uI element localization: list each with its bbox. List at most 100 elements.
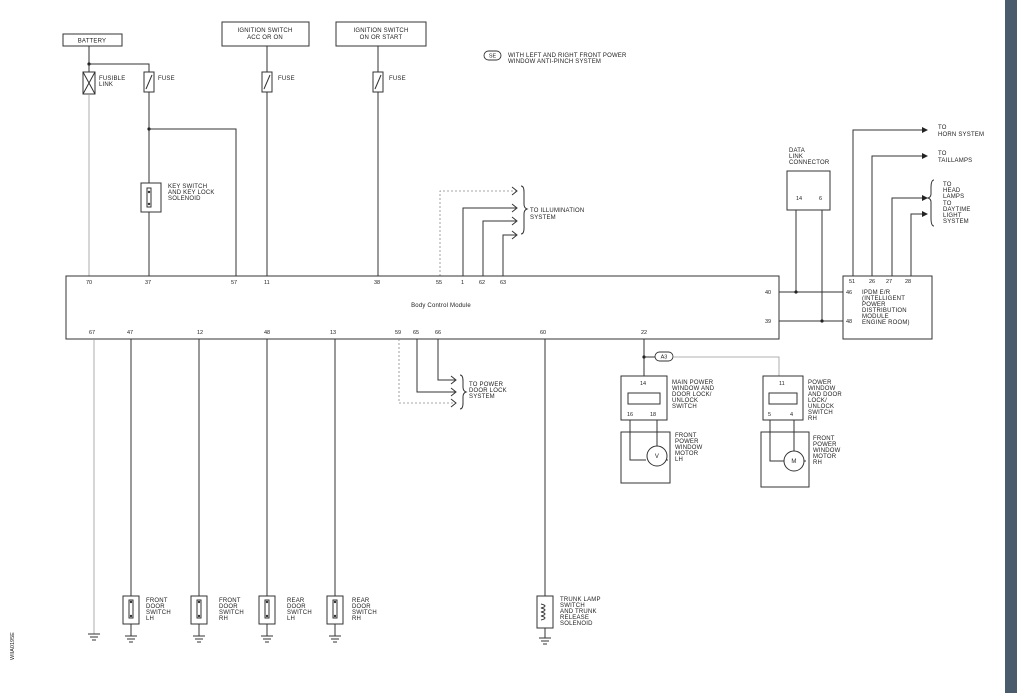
fuse-3: FUSE <box>372 71 406 93</box>
svg-text:59: 59 <box>395 330 401 336</box>
data-link-connector: DATA LINK CONNECTOR 14 6 <box>786 148 831 211</box>
svg-text:POWER: POWER <box>862 302 886 308</box>
svg-text:TO: TO <box>938 125 947 131</box>
svg-text:LH: LH <box>287 616 295 622</box>
svg-text:BATTERY: BATTERY <box>78 39 107 45</box>
svg-text:13: 13 <box>330 330 336 336</box>
svg-text:DAYTIME: DAYTIME <box>943 207 971 213</box>
power-window-circuit: A3 <box>642 339 780 376</box>
ignition-switch-acc-on: IGNITION SWITCH ACC OR ON <box>221 21 310 47</box>
svg-text:CONNECTOR: CONNECTOR <box>789 160 830 166</box>
svg-text:LOCK/: LOCK/ <box>808 398 827 404</box>
svg-text:SWITCH: SWITCH <box>808 410 833 416</box>
svg-text:FUSE: FUSE <box>389 76 406 82</box>
fuse-2: FUSE <box>261 71 295 93</box>
svg-text:RH: RH <box>352 616 361 622</box>
diagram-id: WIIA0195E <box>10 632 16 660</box>
svg-text:MOTOR: MOTOR <box>675 451 699 457</box>
svg-text:27: 27 <box>886 279 892 285</box>
svg-text:FUSE: FUSE <box>158 76 175 82</box>
svg-text:AND DOOR: AND DOOR <box>808 392 842 398</box>
svg-text:RH: RH <box>219 616 228 622</box>
option-note: SE WITH LEFT AND RIGHT FRONT POWER WINDO… <box>483 50 627 65</box>
svg-text:14: 14 <box>640 381 646 387</box>
svg-text:WINDOW: WINDOW <box>675 445 703 451</box>
svg-text:MOTOR: MOTOR <box>813 454 837 460</box>
power-window-switch-rh: 11 5 4 POWER WINDOW AND DOOR LOCK/ UNLOC… <box>762 375 842 422</box>
svg-text:LH: LH <box>146 616 154 622</box>
svg-text:RELEASE: RELEASE <box>560 615 589 621</box>
svg-text:RH: RH <box>813 460 822 466</box>
svg-text:65: 65 <box>413 330 419 336</box>
trunk-lamp-switch: TRUNK LAMP SWITCH AND TRUNK RELEASE SOLE… <box>536 339 601 645</box>
svg-text:HEAD: HEAD <box>943 188 961 194</box>
svg-text:TO: TO <box>938 151 947 157</box>
svg-text:51: 51 <box>849 279 855 285</box>
svg-text:SE: SE <box>489 54 497 60</box>
svg-text:WITH LEFT AND RIGHT FRONT POWE: WITH LEFT AND RIGHT FRONT POWER <box>508 53 627 59</box>
battery-label: BATTERY <box>62 33 123 47</box>
svg-text:46: 46 <box>846 290 852 296</box>
svg-text:FRONT: FRONT <box>146 598 168 604</box>
svg-text:6: 6 <box>819 196 822 202</box>
svg-text:POWER: POWER <box>813 442 837 448</box>
svg-text:14: 14 <box>796 196 802 202</box>
front-power-window-motor-lh: V FRONT POWER WINDOW MOTOR LH <box>620 420 703 484</box>
key-switch-solenoid: KEY SWITCH AND KEY LOCK SOLENOID <box>140 182 214 213</box>
svg-text:LAMPS: LAMPS <box>943 194 964 200</box>
rear-door-switch-rh: REAR DOOR SWITCH RH <box>326 339 377 643</box>
svg-text:SOLENOID: SOLENOID <box>560 621 593 627</box>
svg-text:11: 11 <box>779 381 785 387</box>
svg-text:FRONT: FRONT <box>219 598 241 604</box>
svg-text:AND TRUNK: AND TRUNK <box>560 609 597 615</box>
svg-text:A3: A3 <box>661 355 668 361</box>
svg-text:SWITCH: SWITCH <box>219 610 244 616</box>
svg-text:12: 12 <box>197 330 203 336</box>
svg-text:TRUNK LAMP: TRUNK LAMP <box>560 597 601 603</box>
fuse-1: FUSE <box>143 71 175 93</box>
svg-text:WINDOW: WINDOW <box>813 448 841 454</box>
rear-door-switch-lh: REAR DOOR SWITCH LH <box>258 339 312 643</box>
svg-text:DISTRIBUTION: DISTRIBUTION <box>862 308 907 314</box>
svg-text:SWITCH: SWITCH <box>560 603 585 609</box>
svg-text:39: 39 <box>765 319 771 325</box>
svg-text:REAR: REAR <box>352 598 370 604</box>
power-door-lock-connection: TO POWER DOOR LOCK SYSTEM <box>398 339 507 410</box>
svg-text:SYSTEM: SYSTEM <box>530 215 556 221</box>
svg-text:DOOR LOCK/: DOOR LOCK/ <box>672 392 712 398</box>
svg-text:TO ILLUMINATION: TO ILLUMINATION <box>530 208 584 214</box>
svg-text:POWER: POWER <box>675 439 699 445</box>
svg-text:SYSTEM: SYSTEM <box>943 219 969 225</box>
svg-text:LINK: LINK <box>99 82 113 88</box>
svg-text:DOOR: DOOR <box>287 604 306 610</box>
svg-text:67: 67 <box>89 330 95 336</box>
svg-text:IGNITION SWITCH: IGNITION SWITCH <box>238 28 293 34</box>
svg-text:47: 47 <box>127 330 133 336</box>
bcm-ground-pin67 <box>88 339 100 641</box>
svg-text:57: 57 <box>231 280 237 286</box>
svg-text:63: 63 <box>500 280 506 286</box>
svg-text:FUSIBLE: FUSIBLE <box>99 76 125 82</box>
vertical-scrollbar[interactable] <box>1005 0 1017 693</box>
svg-text:TO POWER: TO POWER <box>469 382 504 388</box>
svg-text:48: 48 <box>846 319 852 325</box>
svg-text:ENGINE ROOM): ENGINE ROOM) <box>862 320 910 326</box>
svg-text:KEY SWITCH: KEY SWITCH <box>168 184 207 190</box>
svg-text:IPDM E/R: IPDM E/R <box>862 290 891 296</box>
svg-text:POWER: POWER <box>808 380 832 386</box>
svg-text:V: V <box>655 454 659 460</box>
fusible-link: FUSIBLE LINK <box>82 71 125 95</box>
front-power-window-motor-rh: M FRONT POWER WINDOW MOTOR RH <box>760 420 841 488</box>
body-control-module: Body Control Module 70 37 57 11 38 55 1 … <box>65 275 780 340</box>
svg-text:1: 1 <box>461 280 464 286</box>
svg-text:16: 16 <box>627 412 633 418</box>
svg-text:HORN SYSTEM: HORN SYSTEM <box>938 132 984 138</box>
front-door-switch-rh: FRONT DOOR SWITCH RH <box>190 339 244 643</box>
svg-text:55: 55 <box>436 280 442 286</box>
svg-text:DOOR: DOOR <box>146 604 165 610</box>
svg-text:22: 22 <box>641 330 647 336</box>
main-power-window-switch: 14 16 18 MAIN POWER WINDOW AND DOOR LOCK… <box>620 375 715 421</box>
svg-text:LH: LH <box>675 457 683 463</box>
svg-text:26: 26 <box>869 279 875 285</box>
